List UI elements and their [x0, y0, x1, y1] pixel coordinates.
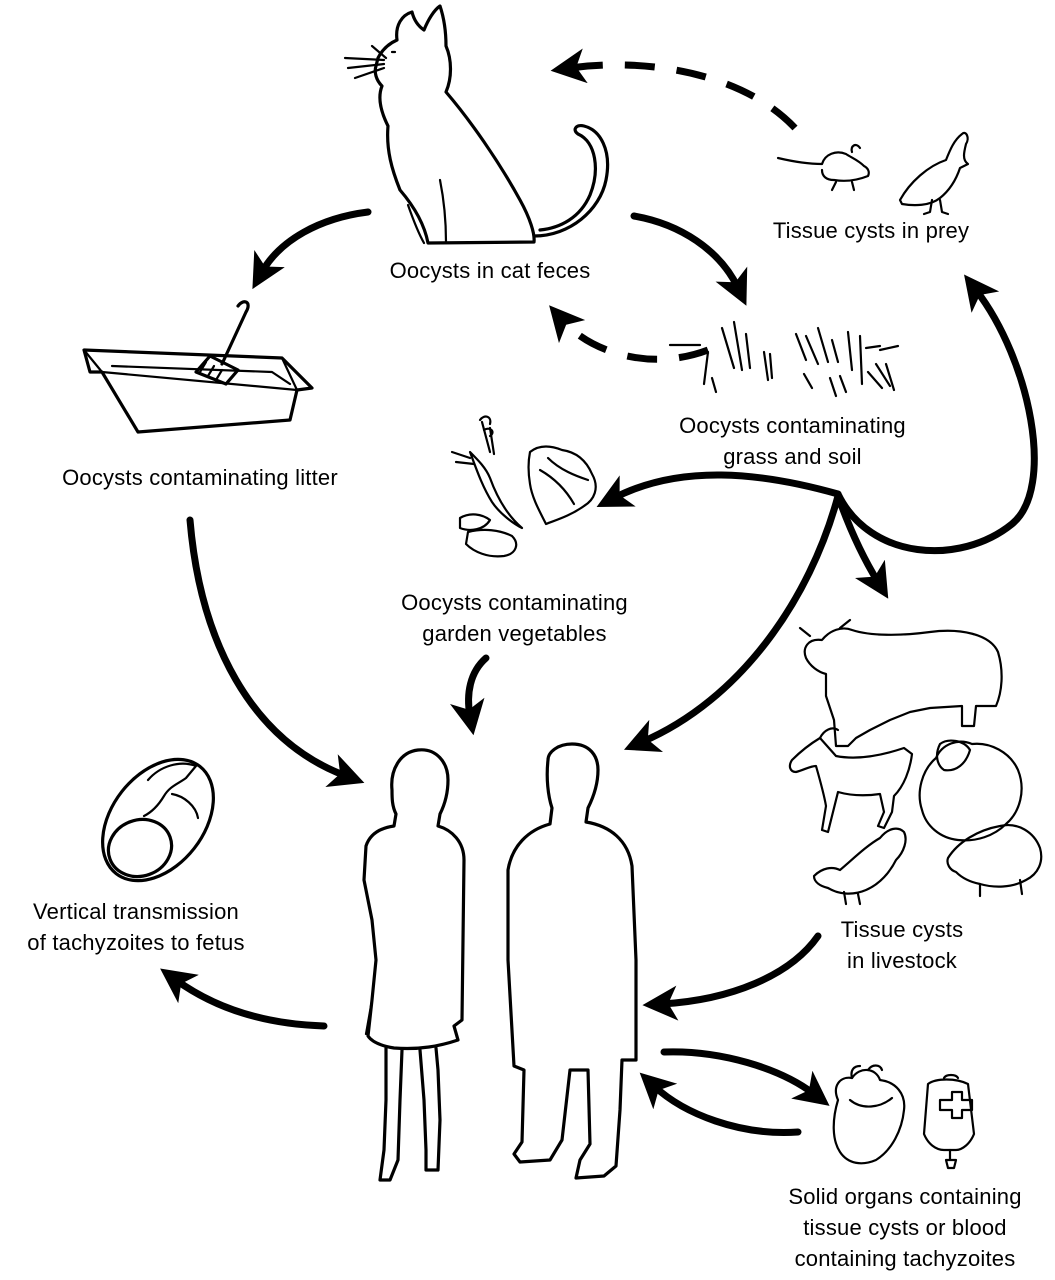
label-litter: Oocysts contaminating litter — [30, 462, 370, 493]
label-livestock: Tissue cysts in livestock — [812, 914, 992, 976]
label-line: containing tachyzoites — [794, 1246, 1016, 1271]
arrow-grass-to-prey — [834, 274, 1038, 555]
arrow-grass-to-vegetables — [596, 471, 842, 507]
arrow-cat-to-litter — [252, 208, 372, 290]
vegetables-icon — [450, 415, 597, 558]
cat-icon — [343, 4, 610, 245]
heart-blood-bag-icon — [832, 1064, 976, 1170]
label-line: grass and soil — [723, 444, 862, 469]
label-vegetables: Oocysts contaminating garden vegetables — [372, 587, 657, 649]
mouse-bird-icon — [776, 131, 970, 216]
arrow-organs-to-humans — [639, 1072, 802, 1136]
arrow-cat-to-grass — [630, 212, 748, 306]
arrow-grass-to-cat — [549, 305, 710, 363]
label-fetus: Vertical transmission of tachyzoites to … — [6, 896, 266, 958]
label-line: garden vegetables — [422, 621, 607, 646]
label-line: Tissue cysts in prey — [772, 218, 970, 243]
label-grass: Oocysts contaminating grass and soil — [650, 410, 935, 472]
fetus-icon — [101, 757, 215, 883]
arrow-livestock-to-humans — [642, 932, 822, 1021]
litter-box-icon — [82, 300, 314, 434]
label-line: of tachyzoites to fetus — [27, 930, 245, 955]
label-line: tissue cysts or blood — [803, 1215, 1007, 1240]
label-line: Vertical transmission — [33, 899, 239, 924]
arrow-grass-to-humans — [623, 492, 842, 753]
label-line: Solid organs containing — [788, 1184, 1022, 1209]
grass-icon — [668, 320, 900, 398]
label-line: Oocysts in cat feces — [389, 258, 591, 283]
arrow-prey-to-cat — [550, 48, 798, 131]
arrow-grass-to-livestock — [834, 492, 889, 599]
label-prey: Tissue cysts in prey — [746, 215, 996, 246]
arrow-vegetables-to-humans — [450, 654, 490, 736]
label-line: Tissue cysts — [840, 917, 964, 942]
arrows — [160, 48, 1038, 1136]
label-line: in livestock — [847, 948, 957, 973]
label-cat-feces: Oocysts in cat feces — [360, 255, 620, 286]
label-line: Oocysts contaminating litter — [62, 465, 338, 490]
livestock-icon — [788, 618, 1043, 906]
label-organs: Solid organs containing tissue cysts or … — [760, 1181, 1050, 1274]
label-line: Oocysts contaminating — [401, 590, 628, 615]
humans-icon — [362, 742, 638, 1182]
arrow-litter-to-humans — [186, 516, 365, 787]
arrow-humans-to-organs — [660, 1048, 830, 1106]
label-line: Oocysts contaminating — [679, 413, 906, 438]
arrow-humans-to-fetus — [160, 968, 328, 1030]
